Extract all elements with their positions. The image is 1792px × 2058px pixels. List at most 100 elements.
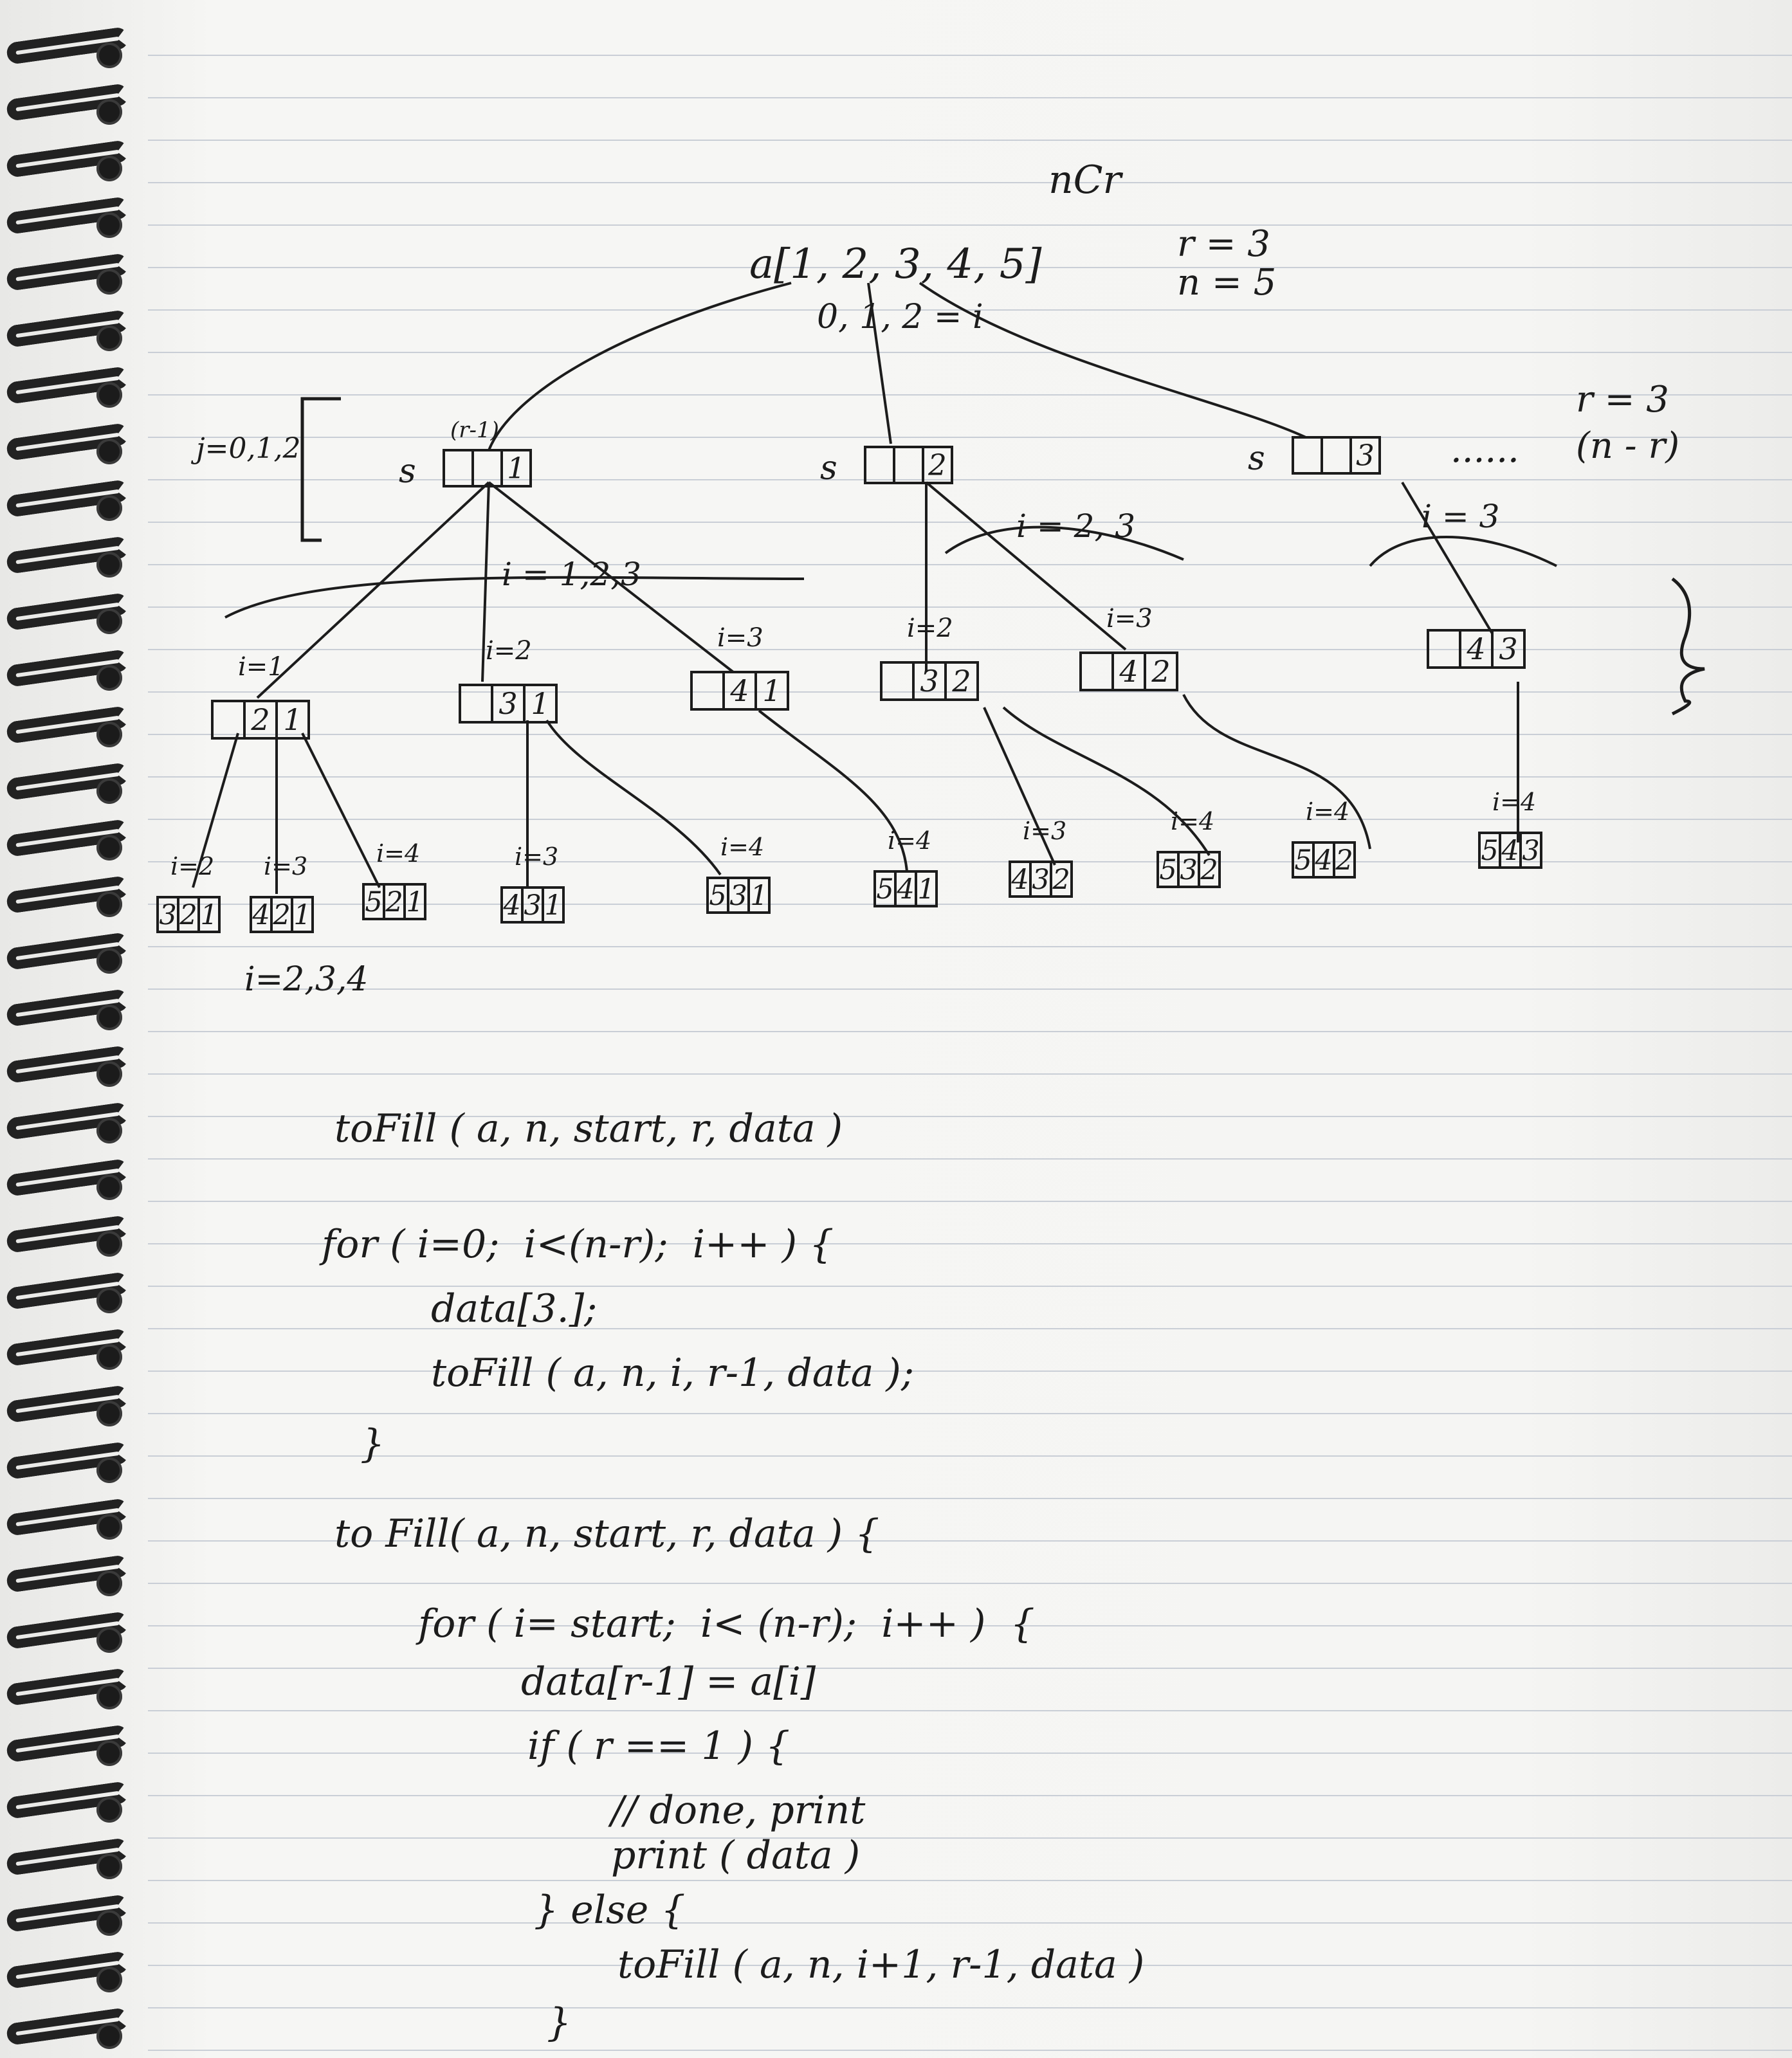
spiral-ring [0,82,148,127]
spiral-ring [0,1780,148,1825]
n-minus-r-label: (n - r) [1576,425,1679,467]
index-label: 0, 1, 2 = i [817,298,983,336]
cell-value: 4 [896,873,914,906]
spiral-ring [0,1441,148,1486]
spiral-ring [0,422,148,467]
level3-index-label: i=4 [1492,788,1536,816]
spiral-ring [0,365,148,410]
cell-value: 3 [729,880,747,912]
cell-value: 1 [507,451,526,486]
cell-value: 4 [1119,654,1138,689]
r-side-label: r = 3 [1576,379,1669,421]
level3-index-label: i=4 [1171,807,1214,835]
ruled-line [148,267,1792,268]
ruled-line [148,1668,1792,1669]
spiral-ring [0,705,148,750]
spiral-ring [0,1271,148,1316]
ruled-line [148,649,1792,650]
code-line-8: data[r-1] = a[i] [521,1659,816,1704]
cell-value: 4 [502,889,520,922]
cell-value: 5 [876,873,893,906]
ncr-label: nCr [1048,158,1124,203]
spiral-ring [0,535,148,580]
spiral-ring [0,139,148,184]
cell-value: 3 [498,686,517,721]
code-line-5: } [360,1421,385,1466]
ruled-line [148,479,1792,480]
ruled-line [148,1201,1792,1202]
ruled-line [148,1158,1792,1160]
spiral-ring [0,1893,148,1938]
r-value: r = 3 [1177,223,1270,265]
spiral-ring [0,1497,148,1542]
cell-value: 1 [750,880,767,912]
node-box-outline [1157,851,1221,888]
node-box-outline [1009,861,1073,898]
bottom-note: i=2,3,4 [244,960,369,999]
level3-index-label: i=3 [264,852,307,880]
cell-value: 2 [928,448,947,482]
ruled-line [148,2050,1792,2051]
spiral-ring [0,1214,148,1259]
ruled-line [148,1413,1792,1414]
cell-value: 3 [920,664,938,698]
node-box-outline [1079,651,1178,691]
cell-value: 2 [1200,854,1218,886]
node-box-outline [500,886,565,924]
cell-value: 1 [762,673,781,708]
cell-value: 5 [1159,854,1176,886]
ruled-line [148,1455,1792,1457]
level3-index-label: i=4 [888,826,931,855]
ruled-line [148,1073,1792,1075]
ruled-line [148,224,1792,226]
spiral-ring [0,478,148,524]
ruled-line [148,1243,1792,1244]
level1-index-label: i = 1,2,3 [502,556,641,593]
ruled-line [148,946,1792,947]
ruled-line [148,734,1792,735]
ruled-line [148,1837,1792,1839]
ruled-line [148,394,1792,396]
code-line-3: data[3.]; [431,1286,598,1331]
node-box-outline [706,877,771,914]
ruled-line [148,352,1792,353]
spiral-ring [0,1101,148,1146]
spiral-ring [0,988,148,1033]
level1-index-label: i = 2, 3 [1016,507,1135,545]
ruled-line [148,904,1792,905]
ruled-line [148,1286,1792,1287]
spiral-ring [0,2007,148,2052]
cell-value: 2 [1052,864,1070,896]
right-brace [1671,578,1705,716]
ruled-line [148,522,1792,523]
level3-index-label: i=4 [376,839,420,868]
ellipsis: ...... [1450,429,1519,471]
level2-index-label: i=1 [238,652,284,682]
ruled-line [148,1880,1792,1881]
level1-node: 1 [443,449,532,487]
level1-node: 3 [1292,436,1381,475]
level1-prefix: s [1248,439,1265,478]
level1-prefix: s [820,449,837,487]
code-line-10: // done, print [611,1788,866,1833]
ruled-line [148,776,1792,778]
spiral-ring [0,196,148,241]
cell-value: 2 [1151,654,1170,689]
spiral-ring [0,1837,148,1882]
cell-value: 5 [1294,844,1312,877]
cell-value: 3 [524,889,541,922]
cell-value: 4 [1501,835,1519,867]
level3-index-label: i=4 [720,833,764,861]
node-box-outline [211,700,310,740]
spiral-ring [0,1667,148,1712]
